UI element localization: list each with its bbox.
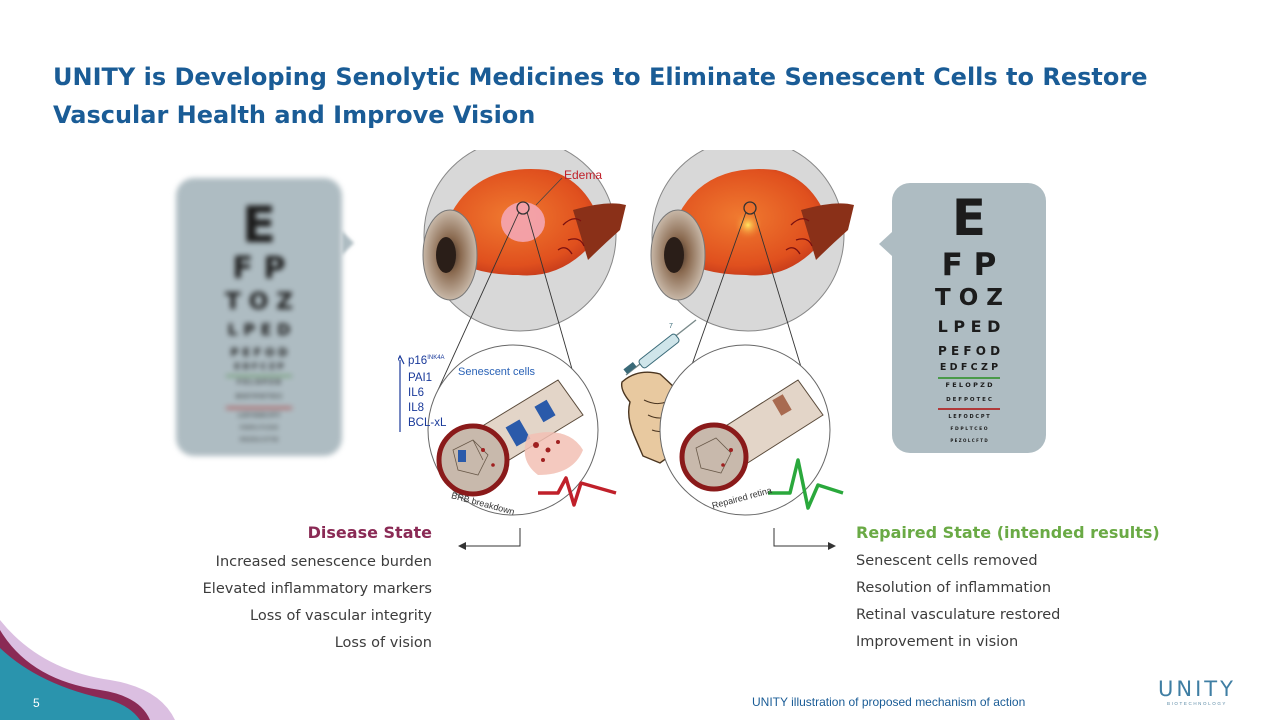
- eye-chart-row: P E Z O L C F T D: [950, 438, 988, 443]
- eye-chart-red-line: [225, 407, 293, 409]
- up-arrow-icon: [398, 354, 405, 432]
- eye-chart-row: L E F O D C P T: [238, 413, 280, 419]
- eye-chart-row: D E F P O T E C: [236, 394, 282, 400]
- marker-bcl-xl: BCL-xL: [408, 417, 447, 429]
- eye-chart-row: F P: [941, 247, 997, 283]
- eye-chart-row: L P E D: [937, 317, 1001, 336]
- disease-state-item: Loss of vascular integrity: [250, 608, 432, 624]
- repaired-state-item: Senescent cells removed: [856, 553, 1038, 569]
- repaired-state-item: Resolution of inflammation: [856, 580, 1052, 596]
- eye-chart-row: P E Z O L C F T D: [240, 437, 278, 442]
- disease-state-item: Increased senescence burden: [215, 554, 432, 570]
- eye-chart-red-line: [938, 408, 1000, 410]
- marker-il6: IL6: [408, 387, 424, 399]
- slide-title: UNITY is Developing Senolytic Medicines …: [53, 63, 1148, 129]
- chart-pointer: [342, 231, 354, 255]
- marker-il8: IL8: [408, 402, 424, 414]
- eye-chart-row: F E L O P Z D: [945, 381, 993, 389]
- eye-chart-green-line: [938, 377, 1000, 379]
- eye-chart-row: F D P L T C E O: [240, 426, 278, 431]
- eye-chart-row: L P E D: [227, 320, 291, 339]
- unity-logo: UNITY BIOTECHNOLOGY: [1150, 677, 1244, 706]
- eye-chart-row: E: [951, 189, 987, 247]
- eye-chart-row: T O Z: [225, 289, 293, 315]
- eye-chart-row: D E F P O T E C: [946, 397, 992, 403]
- mechanism-illustration: Edema BRB breakdown: [398, 150, 854, 517]
- page-number: 5: [33, 696, 40, 710]
- repaired-state-item: Retinal vasculature restored: [856, 607, 1061, 623]
- repaired-state-title: Repaired State (intended results): [856, 523, 1160, 542]
- syringe-mark: 7: [669, 323, 673, 330]
- repaired-eye: [650, 150, 854, 332]
- disease-state-item: Loss of vision: [334, 635, 432, 651]
- eye-chart-row: L E F O D C P T: [948, 414, 990, 420]
- repaired-state-item: Improvement in vision: [856, 634, 1019, 650]
- repaired-vessel: Repaired retina: [659, 344, 844, 516]
- syringe-icon: 7: [623, 319, 697, 376]
- eye-chart-row: F D P L T C E O: [950, 427, 988, 432]
- eye-chart-row: E D F C Z P: [939, 362, 999, 373]
- eye-chart-row: F E L O P Z D: [237, 379, 281, 386]
- logo-wordmark: UNITY: [1158, 677, 1236, 701]
- blurred-eye-chart: E F P T O Z L P E D P E F O D E D F C Z …: [176, 178, 342, 456]
- illustration-caption: UNITY illustration of proposed mechanism…: [752, 695, 1026, 709]
- chart-pointer: [879, 232, 892, 256]
- eye-chart-row: P E F O D: [937, 344, 1001, 358]
- eye-chart-row: F P: [232, 251, 286, 286]
- brb-breakdown-vessel: BRB breakdown: [427, 344, 617, 517]
- right-arrow-icon: [773, 528, 836, 550]
- left-arrow-icon: [458, 528, 521, 550]
- eye-chart-row: E: [241, 196, 277, 254]
- senescent-cells-label: Senescent cells: [458, 366, 536, 378]
- disease-state-item: Elevated inflammatory markers: [202, 581, 432, 597]
- marker-list: p16INK4A PAI1 IL6 IL8 BCL-xL Senescent c…: [398, 354, 536, 432]
- clear-eye-chart: E F P T O Z L P E D P E F O D E D F C Z …: [892, 183, 1046, 453]
- edema-label: Edema: [564, 168, 602, 182]
- eye-chart-green-line: [225, 375, 293, 377]
- marker-pai1: PAI1: [408, 372, 432, 384]
- eye-chart-row: P E F O D: [230, 346, 288, 359]
- logo-tagline: BIOTECHNOLOGY: [1166, 701, 1228, 706]
- eye-chart-row: E D F C Z P: [234, 362, 284, 371]
- diseased-eye: Edema: [422, 150, 626, 332]
- eye-chart-row: T O Z: [935, 285, 1003, 311]
- marker-p16: p16INK4A: [408, 355, 445, 367]
- disease-state-title: Disease State: [307, 523, 432, 542]
- corner-decoration: [0, 620, 175, 720]
